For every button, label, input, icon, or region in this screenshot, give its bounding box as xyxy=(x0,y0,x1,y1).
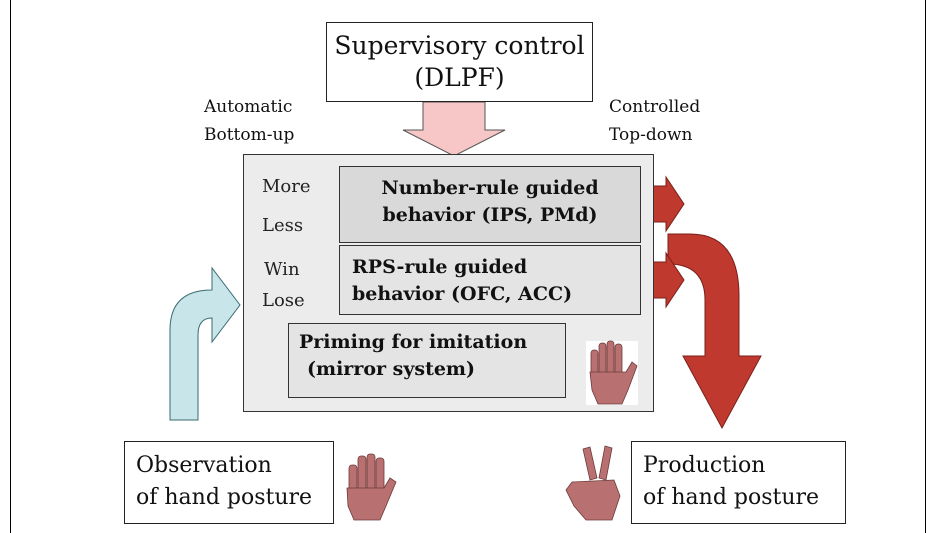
figure-frame xyxy=(10,0,926,533)
rps-rule-line1: RPS-rule guided xyxy=(352,256,528,278)
automatic-line2: Bottom-up xyxy=(204,125,295,145)
v-sign-hand-icon xyxy=(565,445,621,521)
rps-rule-line2: behavior (OFC, ACC) xyxy=(352,283,573,305)
less-label: Less xyxy=(262,215,304,236)
rps-rule-box: RPS-rule guided behavior (OFC, ACC) xyxy=(339,245,641,315)
controlled-label: Controlled Top-down xyxy=(609,93,700,149)
open-hand-icon xyxy=(586,340,638,405)
number-rule-line1: Number-rule guided xyxy=(381,177,599,199)
priming-line2: (mirror system) xyxy=(307,358,476,380)
priming-line1: Priming for imitation xyxy=(299,331,528,353)
win-label: Win xyxy=(264,259,300,280)
automatic-line1: Automatic xyxy=(204,97,293,117)
more-label: More xyxy=(262,176,311,197)
supervisory-subtitle: (DLPF) xyxy=(414,63,505,92)
bottom-up-curved-arrow xyxy=(169,266,241,421)
top-down-curved-arrow xyxy=(667,233,762,430)
automatic-label: Automatic Bottom-up xyxy=(204,93,294,149)
supervisory-title: Supervisory control xyxy=(334,31,585,60)
number-rule-line2: behavior (IPS, PMd) xyxy=(382,204,598,226)
supervisory-control-box: Supervisory control (DLPF) xyxy=(326,22,593,102)
production-line2: of hand posture xyxy=(643,485,820,510)
observation-box: Observation of hand posture xyxy=(124,441,334,524)
production-box: Production of hand posture xyxy=(631,441,846,524)
lose-label: Lose xyxy=(262,290,305,311)
number-rule-box: Number-rule guided behavior (IPS, PMd) xyxy=(339,166,641,243)
observation-line2: of hand posture xyxy=(136,485,313,510)
observation-hand-icon xyxy=(346,453,397,521)
production-line1: Production xyxy=(643,453,766,478)
supervisory-down-arrow xyxy=(402,101,506,157)
observation-line1: Observation xyxy=(136,453,272,478)
controlled-line2: Top-down xyxy=(609,125,693,145)
controlled-line1: Controlled xyxy=(609,97,701,117)
priming-box: Priming for imitation (mirror system) xyxy=(288,323,566,398)
